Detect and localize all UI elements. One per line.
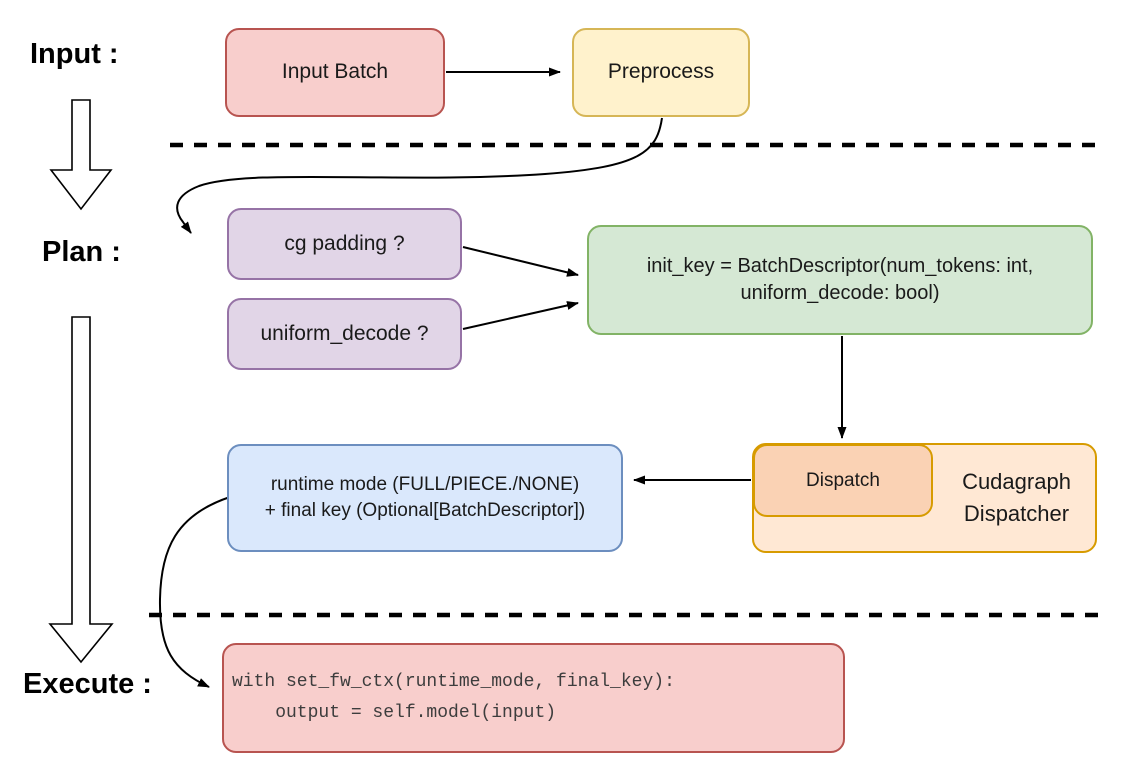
- node-preprocess-label: Preprocess: [607, 60, 715, 84]
- stage-label-plan: Plan :: [42, 236, 121, 268]
- arrow-uniformdecode-to-initkey: [462, 301, 579, 330]
- node-runtime-key: runtime mode (FULL/PIECE./NONE) + final …: [227, 444, 623, 552]
- node-dispatch: Dispatch: [753, 444, 933, 517]
- stage-arrow-plan-to-execute-icon: [48, 316, 114, 664]
- node-execute-code-line1: with set_fw_ctx(runtime_mode, final_key)…: [232, 672, 675, 693]
- node-input-batch-label: Input Batch: [281, 60, 389, 84]
- node-preprocess: Preprocess: [572, 28, 750, 117]
- node-init-key-line2: uniform_decode: bool): [740, 282, 940, 304]
- node-input-batch: Input Batch: [225, 28, 445, 117]
- node-cudagraph-dispatcher-label: Cudagraph Dispatcher: [939, 445, 1094, 551]
- stage-label-input: Input :: [30, 38, 119, 70]
- arrow-runtimekey-to-executecode: [158, 496, 231, 688]
- node-cg-padding-label: cg padding ?: [284, 231, 405, 255]
- node-cudagraph-line2: Dispatcher: [963, 501, 1070, 526]
- node-execute-code-line2: output = self.model(input): [232, 703, 557, 723]
- node-cg-padding: cg padding ?: [227, 208, 462, 280]
- node-uniform-decode: uniform_decode ?: [227, 298, 462, 370]
- arrow-cgpadding-to-initkey: [462, 246, 579, 277]
- node-runtime-key-line1: runtime mode (FULL/PIECE./NONE): [270, 474, 580, 496]
- node-runtime-key-line2: + final key (Optional[BatchDescriptor]): [264, 500, 586, 521]
- stage-label-execute: Execute :: [23, 668, 152, 700]
- node-cudagraph-line1: Cudagraph: [962, 469, 1071, 495]
- node-dispatch-label: Dispatch: [806, 469, 880, 491]
- node-execute-code: with set_fw_ctx(runtime_mode, final_key)…: [222, 643, 845, 753]
- stage-arrow-input-to-plan-icon: [49, 99, 113, 211]
- node-uniform-decode-label: uniform_decode ?: [260, 321, 429, 345]
- node-init-key-line1: init_key = BatchDescriptor(num_tokens: i…: [646, 255, 1034, 277]
- node-init-key: init_key = BatchDescriptor(num_tokens: i…: [587, 225, 1093, 335]
